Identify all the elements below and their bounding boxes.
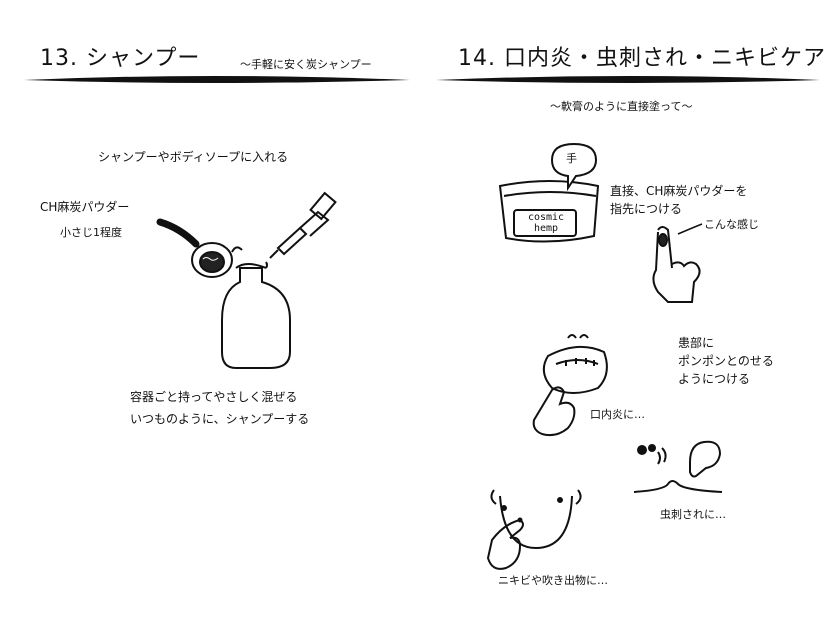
feel-arrow <box>677 223 703 235</box>
dropper-icon <box>265 191 337 269</box>
pointing-hand-face-icon <box>486 518 524 570</box>
powder-amount: 小さじ1程度 <box>60 226 122 239</box>
bite-caption: 虫刺されに… <box>660 508 726 521</box>
pointing-hand-bite-icon <box>689 440 722 478</box>
hand-tag-label: 手 <box>566 152 577 165</box>
speech-bubble-icon <box>550 142 598 192</box>
right-header-underline <box>436 76 820 83</box>
left-header-underline <box>24 76 410 83</box>
mouth-caption: 口内炎に… <box>590 408 645 421</box>
feel-note: こんな感じ <box>704 218 759 231</box>
acne-caption: ニキビや吹き出物に… <box>498 574 608 587</box>
apply-line-1: 患部に <box>678 336 715 350</box>
bag-label-line-1: cosmic <box>527 212 565 223</box>
apply-line-2: ポンポンとのせる <box>678 354 774 368</box>
measuring-spoon-icon <box>156 218 233 278</box>
apply-line-3: ようにつける <box>678 372 751 386</box>
pointing-hand-mouth-icon <box>532 386 576 437</box>
finger-with-powder-icon <box>652 226 701 303</box>
left-section-subtitle: ～手軽に安く炭シャンプー <box>240 58 372 71</box>
right-section-title: 14. 口内炎・虫刺され・ニキビケア <box>458 46 826 71</box>
mix-line-2: いつものように、シャンプーする <box>130 412 310 426</box>
direct-line-1: 直接、CH麻炭パウダーを <box>610 184 748 198</box>
right-section-subtitle: ～軟膏のように直接塗って～ <box>550 100 693 113</box>
mouth-icon <box>542 334 608 394</box>
direct-line-2: 指先につける <box>610 202 683 216</box>
bag-label-line-2: hemp <box>533 223 559 234</box>
powder-bag-icon <box>498 180 600 243</box>
left-section-title: 13. シャンプー <box>40 46 201 71</box>
insect-bite-icon <box>633 444 723 493</box>
powder-label: CH麻炭パウダー <box>40 200 130 214</box>
bag-label: cosmic hemp <box>520 212 572 234</box>
shampoo-bottle-icon <box>221 246 291 369</box>
mix-line-1: 容器ごと持ってやさしく混ぜる <box>130 390 298 404</box>
face-acne-icon <box>490 489 582 550</box>
left-instruction: シャンプーやボディソープに入れる <box>98 150 289 164</box>
